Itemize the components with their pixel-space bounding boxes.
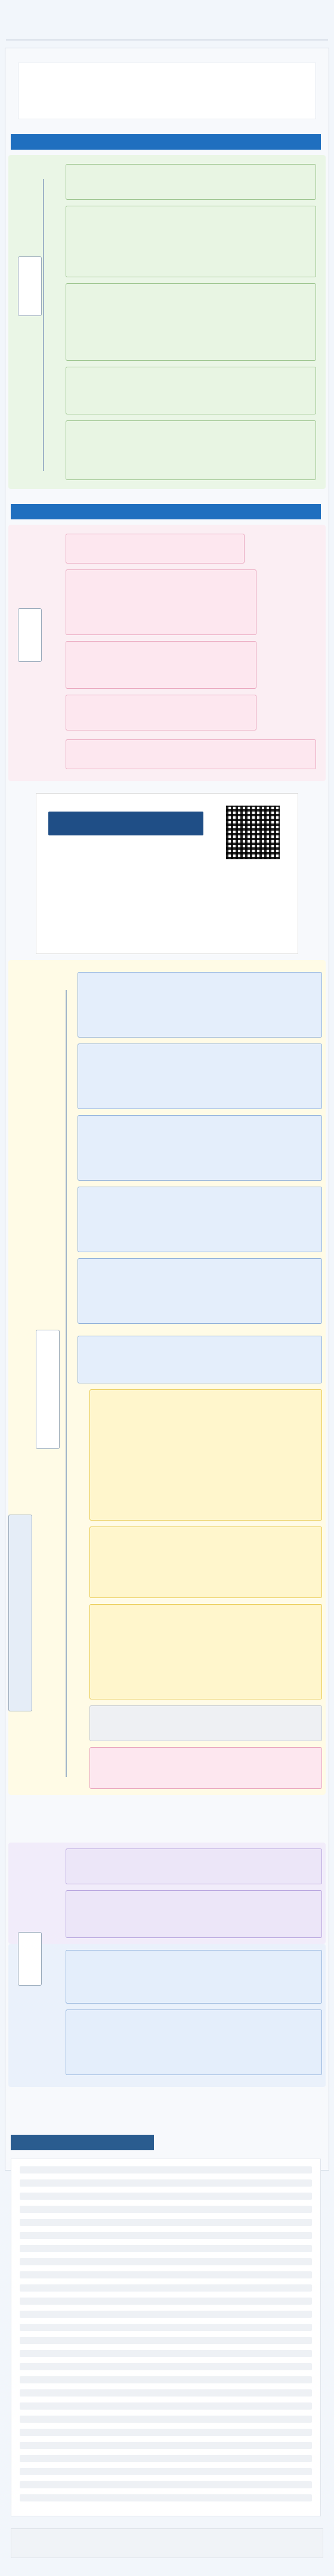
- mindmap-node: [66, 695, 256, 730]
- mindmap-node: [66, 569, 256, 635]
- reference-line: [20, 2219, 312, 2226]
- reference-line: [20, 2363, 312, 2370]
- mindmap-node: [89, 1705, 322, 1741]
- reference-line: [20, 2206, 312, 2213]
- reference-line: [20, 2298, 312, 2305]
- mindmap-node: [78, 1044, 322, 1109]
- mindmap-node: [78, 1187, 322, 1252]
- qr-code-icon: [226, 806, 280, 859]
- reference-line: [20, 2429, 312, 2436]
- reference-line: [20, 2442, 312, 2449]
- promo-banner: [36, 793, 298, 954]
- intro-box: [18, 63, 316, 119]
- mindmap-node: [66, 420, 316, 480]
- mindmap-node: [89, 1527, 322, 1598]
- mindmap-node: [78, 1115, 322, 1181]
- reference-line: [20, 2179, 312, 2187]
- mindmap-node: [78, 1258, 322, 1324]
- reference-line: [20, 2337, 312, 2344]
- reference-line: [20, 2468, 312, 2475]
- reference-line: [20, 2376, 312, 2383]
- connector-line: [43, 179, 44, 471]
- reference-line: [20, 2193, 312, 2200]
- section-4-side-label: [18, 1932, 42, 1986]
- brand-logo: [48, 812, 203, 835]
- mindmap-node: [66, 2010, 322, 2075]
- mindmap-node: [66, 367, 316, 414]
- mindmap-node: [89, 1389, 322, 1521]
- reference-line: [20, 2284, 312, 2292]
- references-box: [11, 2159, 321, 2516]
- reference-line: [20, 2166, 312, 2174]
- reference-line: [20, 2350, 312, 2357]
- reference-line: [20, 2271, 312, 2278]
- reference-line: [20, 2416, 312, 2423]
- connector-line: [66, 990, 67, 1777]
- section-3-side-label: [36, 1330, 60, 1449]
- reference-line: [20, 2455, 312, 2462]
- section-2-side-label: [18, 608, 42, 662]
- mindmap-node: [66, 164, 316, 200]
- mindmap-node: [66, 1950, 322, 2004]
- mindmap-node: [78, 972, 322, 1038]
- mindmap-node: [66, 1890, 322, 1938]
- mindmap-node: [78, 1336, 322, 1383]
- reference-line: [20, 2232, 312, 2239]
- reference-line: [20, 2258, 312, 2265]
- mindmap-node: [66, 206, 316, 277]
- section-1-header: [11, 134, 321, 150]
- reference-line: [20, 2494, 312, 2501]
- mindmap-node: [66, 641, 256, 689]
- reference-line: [20, 2245, 312, 2252]
- section-1-side-label: [18, 256, 42, 316]
- section-3-header: [11, 2135, 154, 2150]
- mindmap-node: [66, 739, 316, 769]
- title-bar: [6, 11, 328, 41]
- reference-line: [20, 2402, 312, 2410]
- mindmap-node: [66, 534, 245, 564]
- mindmap-node: [66, 283, 316, 361]
- mindmap-node: [66, 1849, 322, 1884]
- mindmap-node: [89, 1747, 322, 1789]
- footer: [11, 2528, 323, 2558]
- section-2-header: [11, 504, 321, 519]
- reference-line: [20, 2324, 312, 2331]
- main-vertical-label: [8, 1515, 32, 1711]
- reference-line: [20, 2389, 312, 2397]
- reference-line: [20, 2311, 312, 2318]
- reference-line: [20, 2481, 312, 2488]
- mindmap-node: [89, 1604, 322, 1699]
